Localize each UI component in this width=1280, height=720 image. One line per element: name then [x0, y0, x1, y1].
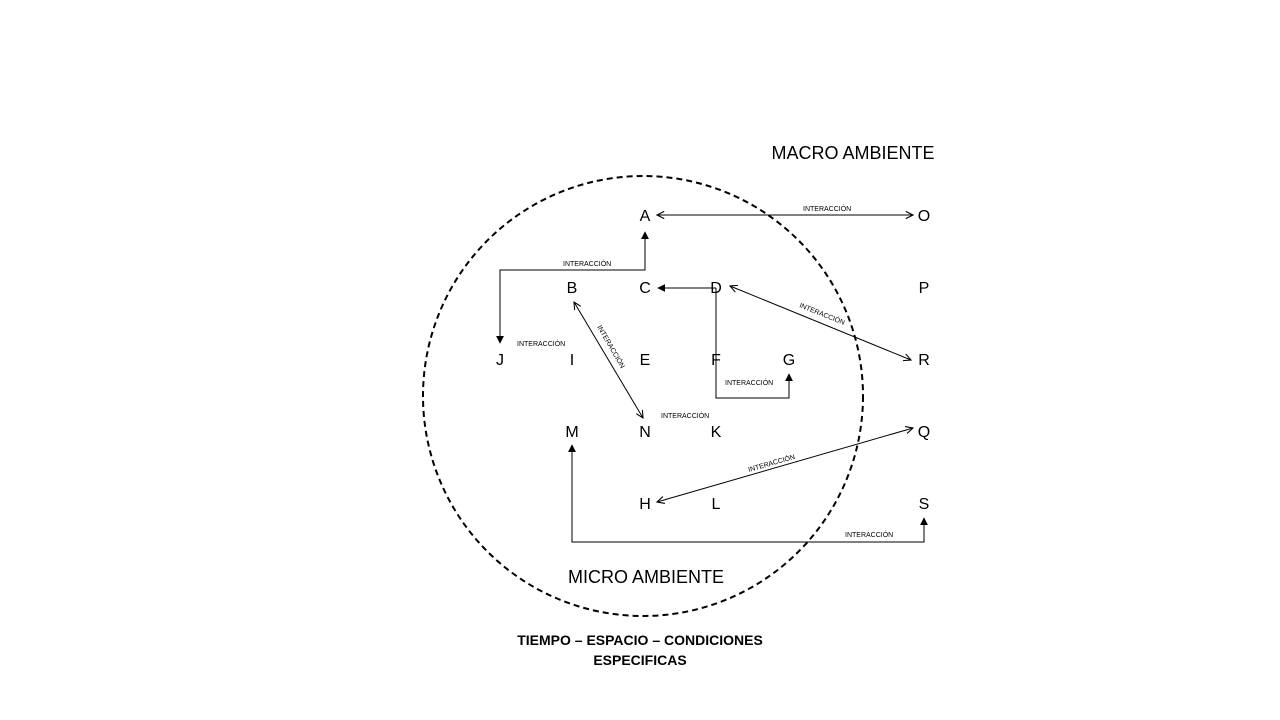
- node-j: J: [496, 352, 504, 369]
- micro-ambiente-label: MICRO AMBIENTE: [568, 567, 724, 587]
- edge-label-d-r: INTERACCIÓN: [798, 301, 846, 327]
- edge-label-i-j: INTERACCIÓN: [517, 339, 565, 348]
- edge-h-q: [657, 428, 913, 502]
- caption-line-1: TIEMPO – ESPACIO – CONDICIONES: [517, 632, 763, 648]
- edge-label-n-k: INTERACCIÓN: [661, 411, 709, 420]
- node-l: L: [712, 496, 721, 513]
- edge-label-a-o: INTERACCIÓN: [803, 204, 851, 213]
- node-p: P: [919, 280, 930, 297]
- node-n: N: [639, 424, 651, 441]
- macro-ambiente-label: MACRO AMBIENTE: [771, 143, 934, 163]
- edge-label-d-g: INTERACCIÓN: [725, 378, 773, 387]
- node-a: A: [640, 208, 651, 225]
- node-c: C: [639, 280, 651, 297]
- context-caption: TIEMPO – ESPACIO – CONDICIONES ESPECIFIC…: [470, 630, 810, 670]
- node-q: Q: [918, 424, 930, 441]
- node-r: R: [918, 352, 930, 369]
- node-o: O: [918, 208, 930, 225]
- node-g: G: [783, 352, 795, 369]
- edge-a-j: [496, 231, 649, 344]
- node-h: H: [639, 496, 651, 513]
- node-b: B: [567, 280, 578, 297]
- node-f: F: [711, 352, 721, 369]
- micro-ambiente-boundary: [422, 175, 864, 617]
- edge-label-m-s: INTERACCIÓN: [845, 530, 893, 539]
- node-e: E: [640, 352, 651, 369]
- edge-b-n: [574, 302, 643, 418]
- node-i: I: [570, 352, 574, 369]
- edge-d-r: [730, 286, 911, 360]
- node-m: M: [565, 424, 578, 441]
- edge-d-g: [715, 288, 793, 399]
- node-k: K: [711, 424, 722, 441]
- edge-label-h-q: INTERACCIÓN: [747, 452, 796, 474]
- edge-m-s: [568, 444, 928, 543]
- node-s: S: [919, 496, 930, 513]
- node-d: D: [710, 280, 722, 297]
- edge-label-a-j: INTERACCIÓN: [563, 259, 611, 268]
- caption-line-2: ESPECIFICAS: [593, 652, 687, 668]
